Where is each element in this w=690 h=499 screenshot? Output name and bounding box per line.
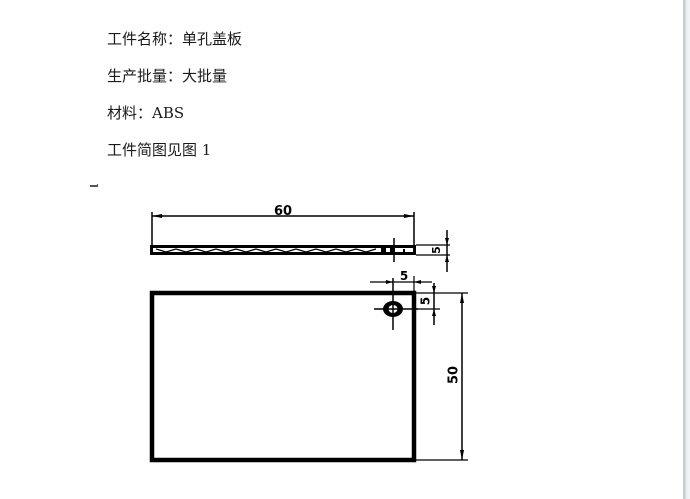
- dimension-hole-offset-y-label: 5: [419, 297, 433, 305]
- paragraph-production-batch: 生产批量：大批量: [107, 67, 228, 85]
- dimension-width-label: 50: [447, 366, 462, 384]
- dimension-hole-offset-x-label: 5: [400, 269, 408, 283]
- paragraph-material: 材料：ABS: [107, 104, 185, 122]
- paragraph-figure-reference: 工件简图见图 1: [107, 141, 212, 159]
- paragraph-mark-icon: [90, 184, 98, 187]
- side-view: 60 5: [150, 203, 450, 272]
- paragraph-workpiece-name: 工件名称：单孔盖板: [107, 30, 243, 48]
- page-border: [683, 0, 690, 499]
- dimension-length-label: 60: [274, 204, 292, 219]
- plan-view: 5 5 50: [149, 269, 468, 463]
- dimension-thickness-label: 5: [430, 246, 443, 254]
